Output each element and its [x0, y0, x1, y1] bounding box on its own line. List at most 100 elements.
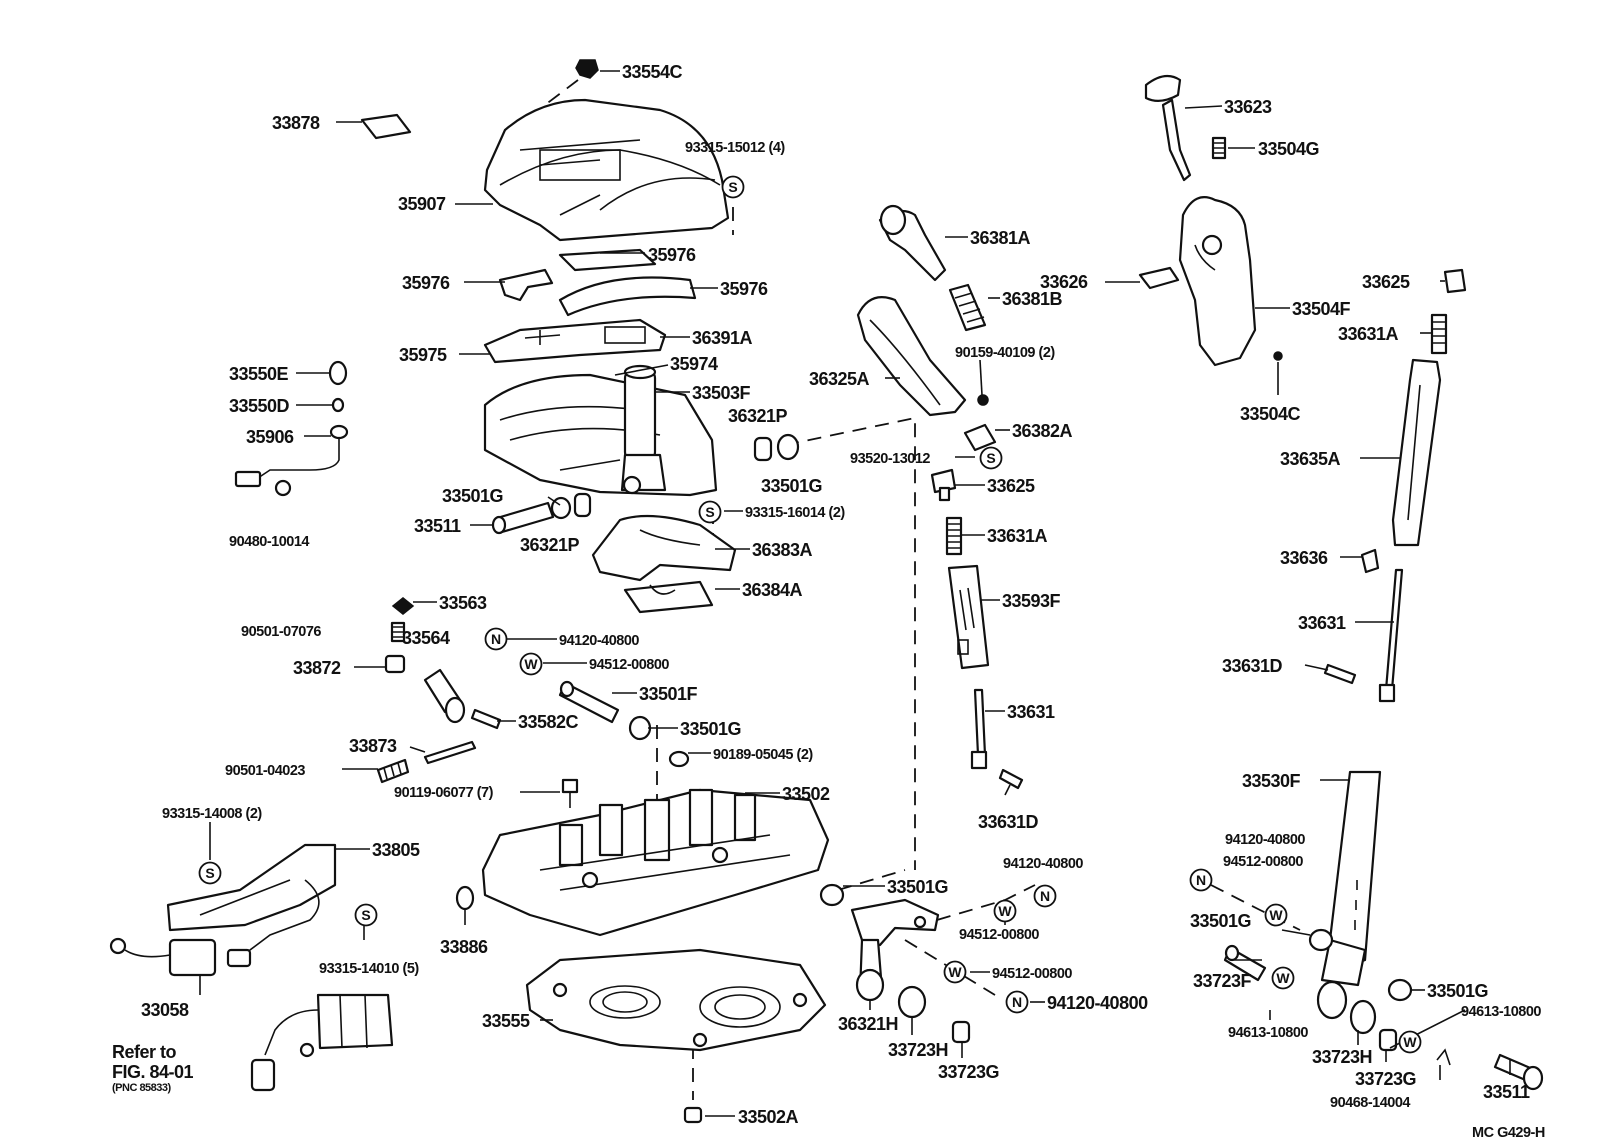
callout-label: 94120-40800 — [1003, 856, 1083, 872]
svg-text:S: S — [728, 179, 737, 195]
callout-label: 33636 — [1280, 548, 1328, 568]
callout-label: 33631A — [987, 526, 1048, 546]
callout-label: 90468-14004 — [1330, 1095, 1410, 1111]
callout-label: 33511 — [1483, 1082, 1530, 1102]
callout-label: 33723G — [1355, 1069, 1416, 1089]
figure-code: MC G429-H — [1472, 1125, 1545, 1141]
symbol-s: S — [721, 175, 745, 199]
svg-text:W: W — [524, 656, 538, 672]
callout-label: 94613-10800 — [1461, 1004, 1541, 1020]
svg-text:N: N — [491, 631, 501, 647]
svg-text:W: W — [1276, 970, 1290, 986]
reference-note-line1: Refer to — [112, 1042, 177, 1062]
callout-label: 90119-06077 (7) — [394, 785, 494, 801]
callout-label: 90501-07076 — [241, 624, 321, 640]
symbol-s: S — [354, 903, 378, 927]
symbol-s: S — [698, 500, 722, 524]
callout-label: 36383A — [752, 540, 813, 560]
part-drawings — [109, 59, 830, 1124]
callout-label: 33626 — [1040, 272, 1088, 292]
symbol-n: N — [1033, 884, 1057, 908]
callout-label: 35976 — [648, 245, 696, 265]
callout-label: 35976 — [720, 279, 768, 299]
callout-label: 94120-40800 — [1047, 993, 1148, 1013]
callout-label: 36381B — [1002, 289, 1063, 309]
svg-text:S: S — [205, 865, 214, 881]
callout-label: 90189-05045 (2) — [713, 747, 813, 763]
reference-note-line2: FIG. 84-01 — [112, 1062, 194, 1082]
callout-label: 33504G — [1258, 139, 1319, 159]
callout-label: 33631D — [978, 812, 1039, 832]
callout-label: 93315-15012 (4) — [685, 140, 785, 156]
callout-label: 33501G — [1427, 981, 1488, 1001]
callout-label: 33872 — [293, 658, 341, 678]
symbol-w: W — [993, 899, 1017, 923]
symbol-w: W — [1264, 903, 1288, 927]
callout-label: 36382A — [1012, 421, 1073, 441]
callout-label: 36384A — [742, 580, 803, 600]
callout-label: 33625 — [987, 476, 1035, 496]
callout-label: 33631 — [1007, 702, 1055, 722]
callout-label: 33631A — [1338, 324, 1399, 344]
callout-label: 35976 — [402, 273, 450, 293]
callout-label: 94120-40800 — [1225, 832, 1305, 848]
svg-text:W: W — [998, 903, 1012, 919]
callout-label: 33554C — [622, 62, 683, 82]
callout-label: 33504F — [1292, 299, 1351, 319]
symbol-w: W — [519, 652, 543, 676]
callout-label: 33504C — [1240, 404, 1301, 424]
callout-label: 93315-14010 (5) — [319, 961, 419, 977]
callout-label: 33501G — [680, 719, 741, 739]
svg-text:N: N — [1012, 994, 1022, 1010]
callout-label: 94613-10800 — [1228, 1025, 1308, 1041]
svg-text:N: N — [1040, 888, 1050, 904]
symbol-s: S — [979, 446, 1003, 470]
part-drawings-middle — [819, 204, 1024, 1044]
callout-label: 33501G — [1190, 911, 1251, 931]
callout-label: 36321P — [728, 406, 788, 426]
callout-label: 33501G — [442, 486, 503, 506]
callout-label: 35907 — [398, 194, 446, 214]
svg-text:S: S — [986, 450, 995, 466]
symbol-w: W — [1271, 966, 1295, 990]
callout-label: 33582C — [518, 712, 579, 732]
symbol-w: W — [943, 960, 967, 984]
callout-label: 90480-10014 — [229, 534, 309, 550]
callout-label: 33555 — [482, 1011, 530, 1031]
callout-label: 94512-00800 — [1223, 854, 1303, 870]
callout-label: 33623 — [1224, 97, 1272, 117]
callout-label: 33511 — [414, 516, 461, 536]
callout-label: 33550D — [229, 396, 290, 416]
svg-text:W: W — [948, 964, 962, 980]
symbol-markers: S S S S S N W N W W N N W W W — [198, 175, 1422, 1054]
callout-label: 94512-00800 — [992, 966, 1072, 982]
callout-label: 33878 — [272, 113, 320, 133]
svg-text:W: W — [1403, 1034, 1417, 1050]
callout-label: 33564 — [402, 628, 450, 648]
svg-text:S: S — [705, 504, 714, 520]
callout-label: 90159-40109 (2) — [955, 345, 1055, 361]
symbol-n: N — [1005, 990, 1029, 1014]
callout-label: 36321H — [838, 1014, 898, 1034]
part-drawings-right — [1138, 74, 1544, 1091]
leader-lines — [199, 70, 1511, 1117]
callout-label: 93520-13012 — [850, 451, 930, 467]
callout-label: 33631 — [1298, 613, 1346, 633]
callout-label: 36391A — [692, 328, 753, 348]
callout-label: 94512-00800 — [589, 657, 669, 673]
callout-label: 33593F — [1002, 591, 1061, 611]
callout-label: 94120-40800 — [559, 633, 639, 649]
symbol-w: W — [1398, 1030, 1422, 1054]
callout-label: 33723H — [1312, 1047, 1372, 1067]
callout-label: 33530F — [1242, 771, 1301, 791]
callout-label: 33635A — [1280, 449, 1341, 469]
callout-label: 93315-14008 (2) — [162, 806, 262, 822]
callout-label: 33550E — [229, 364, 289, 384]
symbol-n: N — [1189, 868, 1213, 892]
callout-label: 35974 — [670, 354, 718, 374]
callout-label: 36325A — [809, 369, 870, 389]
callout-label: 36381A — [970, 228, 1031, 248]
callout-label: 93315-16014 (2) — [745, 505, 845, 521]
callout-label: 33805 — [372, 840, 420, 860]
